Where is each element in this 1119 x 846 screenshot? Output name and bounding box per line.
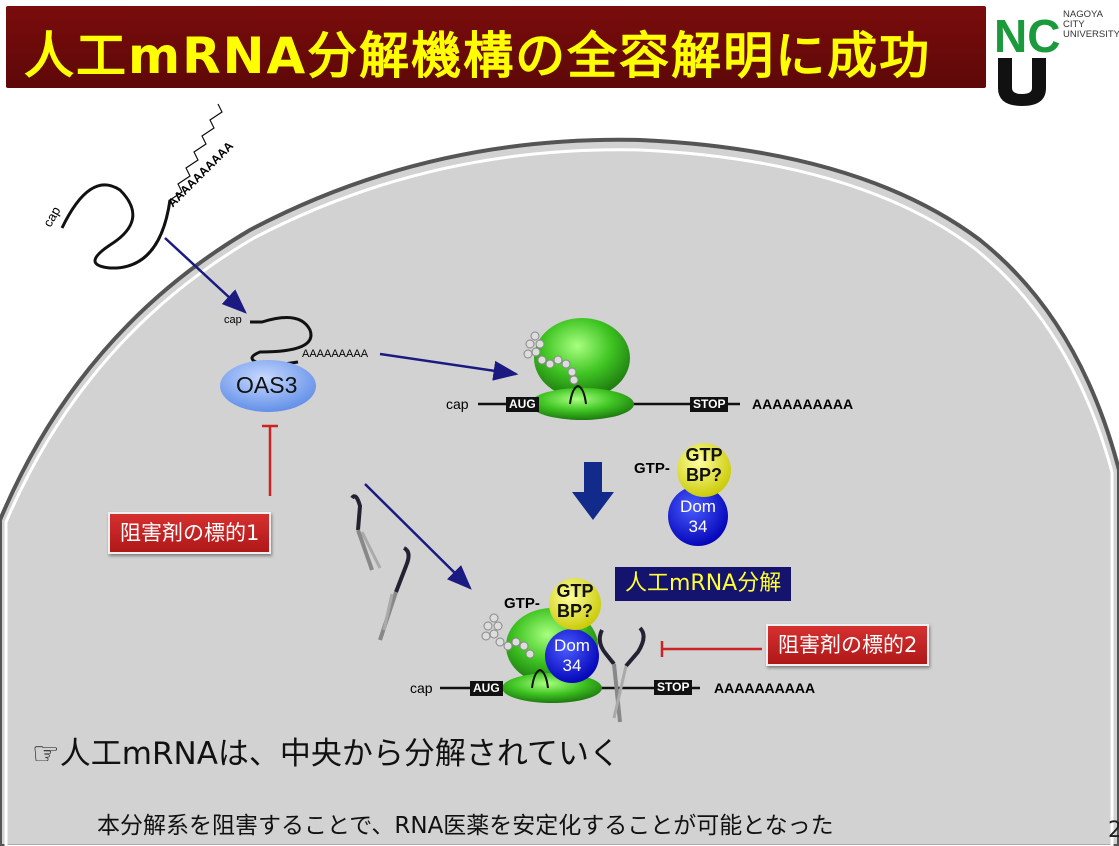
page-number: 2: [1108, 818, 1119, 843]
scissors-icon: [350, 494, 411, 641]
artificial-mrna-decay-label: 人工mRNA分解: [615, 567, 792, 601]
ribosome-bottom-cap-label: cap: [410, 680, 433, 696]
ribosome-bottom-aug-tag: AUG: [470, 681, 503, 696]
logo-letters: NC: [994, 10, 1060, 62]
factor-gtp-label: GTP-: [634, 460, 670, 477]
dom34-protein-free: [668, 486, 728, 546]
ribosome-bottom-stop-tag: STOP: [654, 680, 693, 695]
summary-text: 本分解系を阻害することで、RNA医薬を安定化することが可能となった: [97, 813, 834, 839]
ribosome-top-cap-label: cap: [446, 396, 469, 412]
ribosome-large-subunit-top: [534, 318, 630, 398]
ribosome-top-stop-tag: STOP: [690, 397, 729, 412]
peptide-chain-top: [523, 331, 579, 385]
gtpbp-protein-free: [677, 443, 731, 497]
gtpbp-protein-bound: [549, 578, 601, 630]
title-bar: 人工mRNA分解機構の全容解明に成功: [6, 6, 986, 88]
logo-text: NAGOYA CITY UNIVERSITY: [1063, 9, 1119, 40]
inhibitor-target-1-label: 阻害剤の標的1: [108, 512, 272, 554]
university-logo: NC: [994, 10, 1060, 106]
ribosome-small-subunit-top: [530, 388, 634, 420]
ribosome-top-aug-tag: AUG: [506, 397, 539, 412]
oas3-label: OAS3: [236, 372, 298, 398]
page-title: 人工mRNA分解機構の全容解明に成功: [24, 27, 932, 85]
ribosome-top-polya-label: AAAAAAAAAA: [752, 396, 854, 412]
peptide-chain-bottom: [481, 613, 535, 659]
process-down-arrow: [572, 462, 614, 520]
mrna-strand-top: [60, 183, 172, 270]
scissors-icon-bottom: [597, 626, 646, 723]
oas3-polya-label: AAAAAAAAA: [302, 348, 369, 360]
oas3-cap-label: cap: [224, 314, 242, 326]
dom34-protein-bound: [545, 629, 599, 683]
ribosome-bottom-polya-label: AAAAAAAAAA: [714, 680, 816, 696]
ribosome-bottom-gtp-label: GTP-: [504, 595, 540, 612]
bullet-text: ☞人工mRNAは、中央から分解されていく: [32, 736, 620, 772]
cell-membrane: [0, 137, 1119, 846]
inhibitor-target-2-label: 阻害剤の標的2: [766, 624, 930, 666]
oas3-protein: [220, 360, 316, 412]
